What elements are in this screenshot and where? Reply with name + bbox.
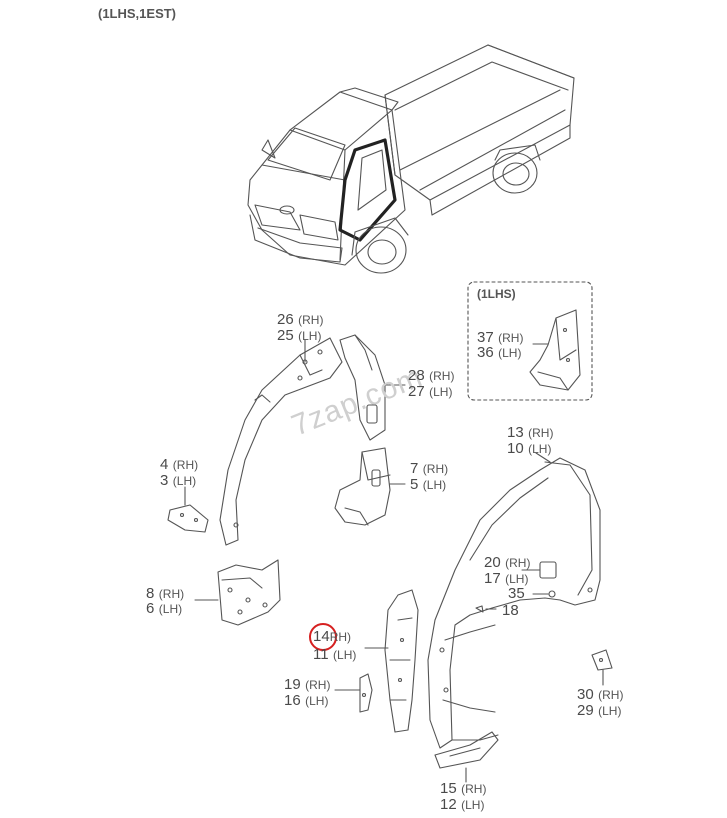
- variant-header: (1LHS,1EST): [98, 6, 177, 21]
- callout-27: 27 (LH): [408, 383, 453, 400]
- callout-4: 4 (RH): [160, 456, 199, 473]
- part-10-13: [427, 457, 601, 749]
- part-36-37: [529, 309, 581, 391]
- callout-8: 8 (RH): [146, 585, 185, 602]
- inset-title: (1LHS): [477, 287, 516, 301]
- callout-37: 37 (RH): [477, 329, 524, 346]
- callout-14: 14RH): [313, 628, 352, 645]
- part-29-30: [591, 649, 613, 671]
- callout-15: 15 (RH): [440, 780, 487, 797]
- truck-illustration: [247, 44, 575, 274]
- callout-30: 30 (RH): [577, 686, 624, 703]
- callout-11: 11 (LH): [313, 646, 357, 663]
- callout-35: 35: [508, 585, 525, 602]
- part-27-28: [339, 334, 386, 441]
- callout-19: 19 (RH): [284, 676, 331, 693]
- part-35: [548, 590, 556, 598]
- callout-5: 5 (LH): [410, 476, 447, 493]
- callout-10: 10 (LH): [507, 440, 552, 457]
- callout-3: 3 (LH): [160, 472, 197, 489]
- part-25-26: [219, 337, 343, 546]
- part-3-4: [167, 504, 209, 533]
- callout-16: 16 (LH): [284, 692, 329, 709]
- callout-12: 12 (LH): [440, 796, 485, 813]
- part-6-8: [217, 559, 281, 626]
- callout-18: 18: [502, 602, 519, 619]
- callout-13: 13 (RH): [507, 424, 554, 441]
- part-18: [475, 605, 484, 613]
- callout-7: 7 (RH): [410, 460, 449, 477]
- highlight-circle: [309, 623, 337, 651]
- callout-6: 6 (LH): [146, 600, 183, 617]
- callout-20: 20 (RH): [484, 554, 531, 571]
- callout-25: 25 (LH): [277, 327, 322, 344]
- part-17-20: [539, 561, 557, 579]
- part-5-7: [334, 447, 391, 526]
- inset-box: [467, 281, 593, 401]
- callout-36: 36 (LH): [477, 344, 522, 361]
- part-16-19: [359, 673, 373, 713]
- callout-26: 26 (RH): [277, 311, 324, 328]
- callout-29: 29 (LH): [577, 702, 622, 719]
- part-11-14: [384, 589, 419, 733]
- callout-17: 17 (LH): [484, 570, 529, 587]
- callout-28: 28 (RH): [408, 367, 455, 384]
- part-12-15: [434, 731, 499, 769]
